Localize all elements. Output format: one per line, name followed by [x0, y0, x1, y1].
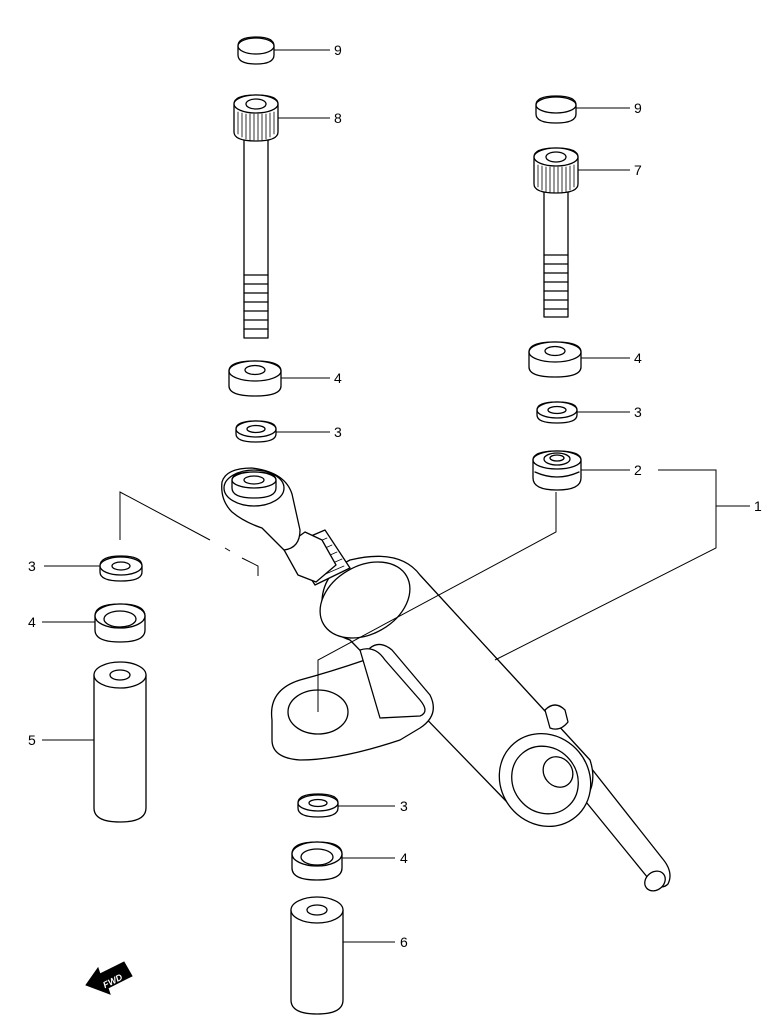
phantom-line-left	[119, 491, 259, 576]
spacer-5	[93, 661, 147, 823]
washer-3-left	[99, 555, 143, 582]
label-3-upper-right: 3	[634, 404, 642, 420]
label-9-right: 9	[634, 100, 642, 116]
label-5: 5	[28, 732, 36, 748]
label-1: 1	[754, 498, 762, 514]
spacer-6	[290, 896, 344, 1015]
washer-4-upper-left	[228, 360, 282, 397]
washer-3-upper-left	[235, 420, 277, 443]
washer-4-bottom	[291, 841, 343, 881]
cap-9-right	[535, 95, 577, 124]
bush-2	[532, 450, 582, 491]
label-4-left: 4	[28, 614, 36, 630]
bolt-8	[233, 94, 279, 339]
washer-4-upper-right	[528, 341, 582, 378]
label-4-bottom: 4	[400, 850, 408, 866]
label-8: 8	[334, 110, 342, 126]
label-7: 7	[634, 162, 642, 178]
washer-4-left	[94, 603, 146, 643]
label-4-upper-left: 4	[334, 370, 342, 386]
label-3-left: 3	[28, 558, 36, 574]
washer-3-bottom	[297, 793, 339, 818]
label-9-left: 9	[334, 42, 342, 58]
cap-9-left	[237, 36, 275, 65]
label-3-bottom: 3	[400, 798, 408, 814]
label-3-upper-left: 3	[334, 424, 342, 440]
washer-3-upper-right	[536, 401, 578, 424]
bolt-7	[533, 147, 579, 318]
steering-damper-assembly	[221, 467, 671, 892]
phantom-line-centre	[317, 492, 557, 712]
label-6: 6	[400, 934, 408, 950]
label-2: 2	[634, 462, 642, 478]
fwd-arrow-icon: FWD	[85, 961, 133, 995]
label-4-upper-right: 4	[634, 350, 642, 366]
